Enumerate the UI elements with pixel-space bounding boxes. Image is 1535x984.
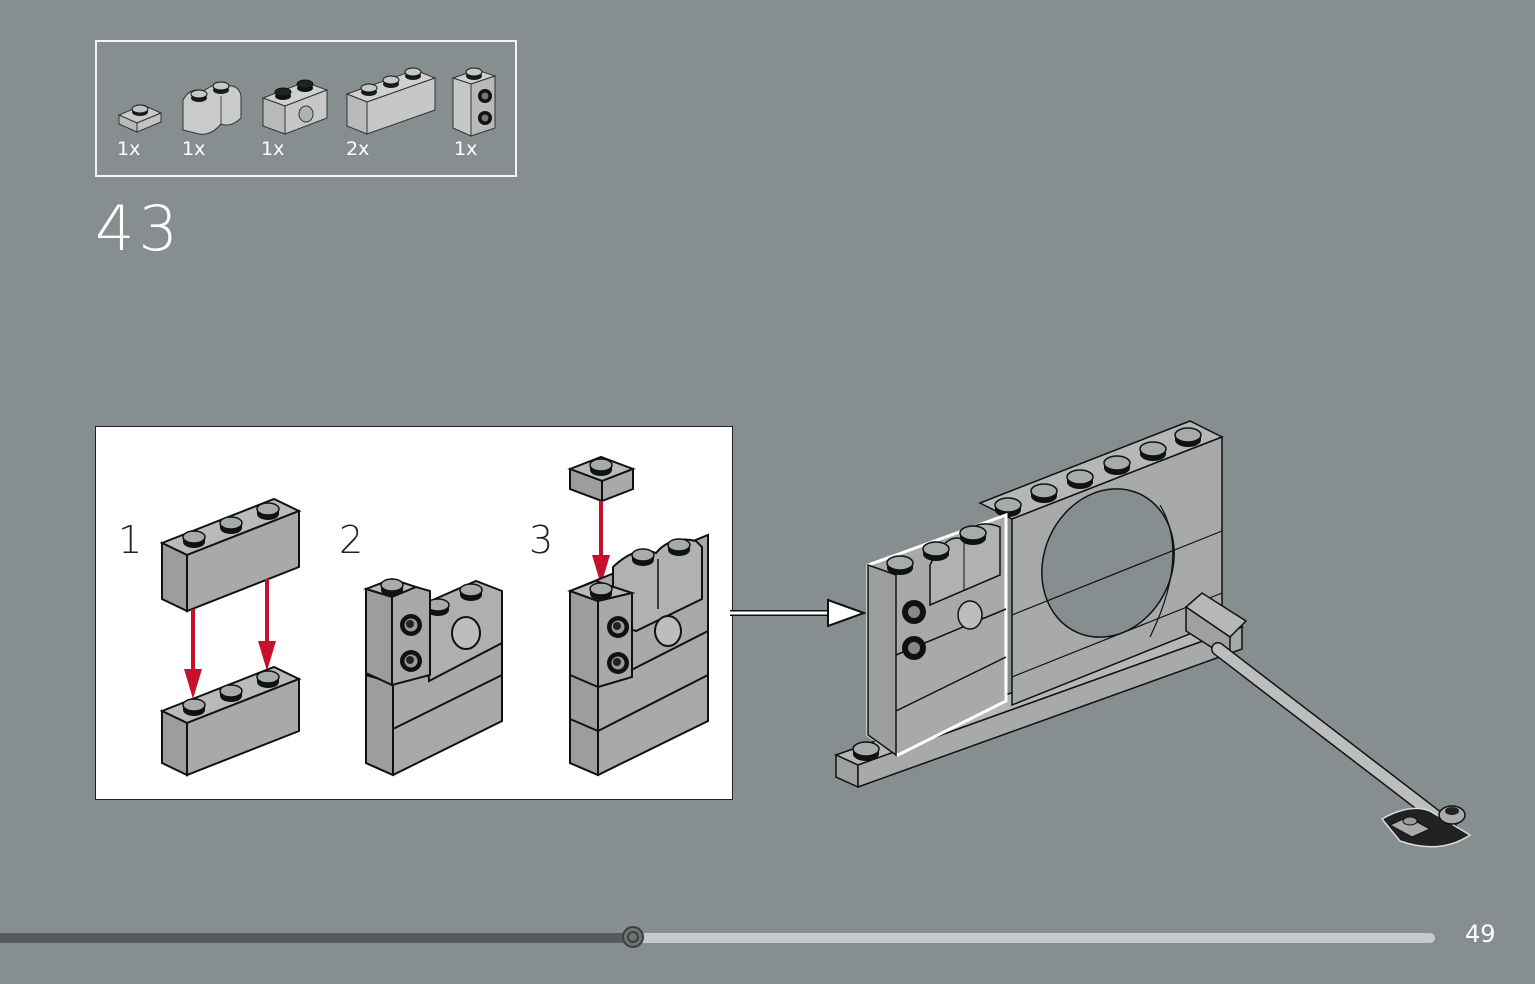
part-quantity: 1x: [261, 138, 285, 160]
step1-arrows: [184, 579, 276, 699]
highlighted-sub-assembly: [866, 512, 1008, 757]
main-model-illustration: [833, 420, 1472, 848]
brick-1x2-rounded-icon: [182, 81, 242, 135]
sub-step-label: 3: [529, 518, 554, 562]
step3-plate: [567, 455, 636, 503]
sub-step-label: 2: [339, 518, 364, 562]
part-quantity: 1x: [454, 138, 478, 160]
part-quantity: 2x: [346, 138, 370, 160]
technic-brick-icon: [261, 79, 329, 135]
brick-side-studs-icon: [451, 67, 497, 137]
plate-1x1-icon: [117, 104, 163, 133]
slope-block-and-bar: [1184, 592, 1472, 848]
step1-bottom-brick: [159, 665, 302, 777]
part-quantity: 1x: [182, 138, 206, 160]
step1-top-brick: [159, 497, 302, 613]
step3-arrow: [592, 501, 610, 585]
pointer-arrow-icon: [730, 598, 867, 628]
progress-fill: [0, 933, 633, 943]
parts-list-box: 1x 1x 1x: [95, 40, 517, 177]
progress-thumb[interactable]: [621, 926, 644, 948]
part-quantity: 1x: [117, 138, 141, 160]
sub-assembly-illustration: [159, 455, 709, 777]
step2-assembly: [362, 577, 503, 777]
sub-step-label: 1: [118, 518, 143, 562]
brick-1x3-icon: [345, 67, 437, 135]
step-number: 43: [95, 192, 182, 265]
arch-wall: [978, 420, 1224, 707]
sub-assembly-box: 1 2 3: [95, 426, 733, 800]
page-number: 49: [1465, 920, 1496, 948]
step3-assembly: [567, 533, 709, 777]
progress-bar[interactable]: [0, 926, 1435, 948]
